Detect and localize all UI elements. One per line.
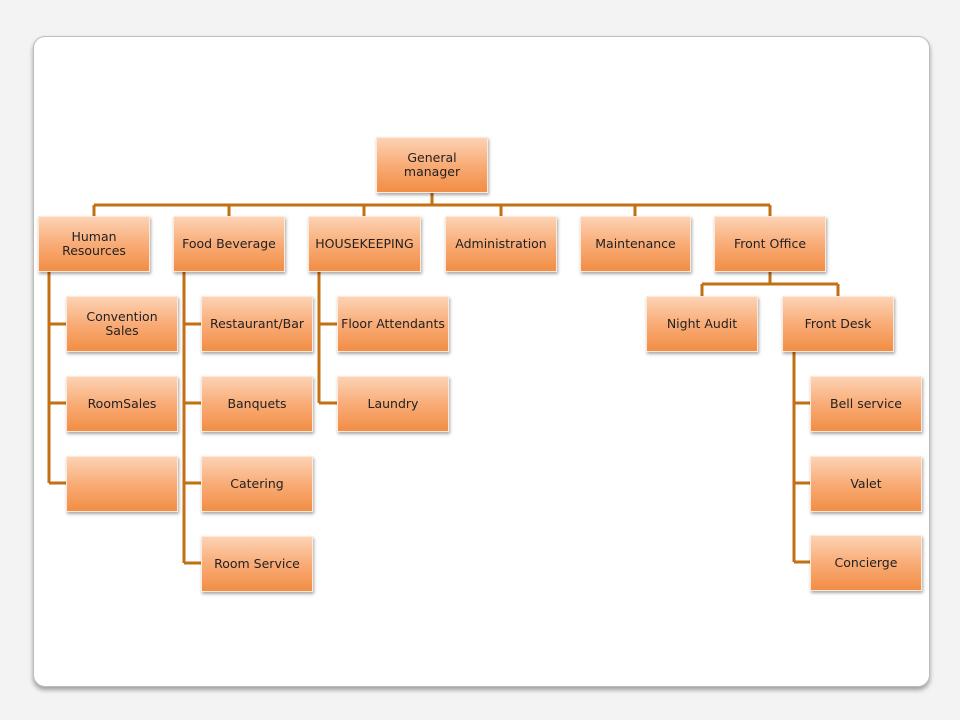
node-convention-sales: Convention Sales <box>66 296 178 352</box>
node-valet: Valet <box>810 456 922 512</box>
connector-fb-children <box>182 272 201 565</box>
node-room-sales: RoomSales <box>66 376 178 432</box>
node-concierge: Concierge <box>810 535 922 591</box>
node-human-resources: Human Resources <box>38 216 150 272</box>
node-floor-attendants: Floor Attendants <box>337 296 449 352</box>
node-night-audit: Night Audit <box>646 296 758 352</box>
node-front-office: Front Office <box>714 216 826 272</box>
node-catering: Catering <box>201 456 313 512</box>
connector-hk-children <box>317 272 337 405</box>
connector-root-bus <box>92 192 772 216</box>
node-banquets: Banquets <box>201 376 313 432</box>
node-general-manager: General manager <box>376 137 488 193</box>
connector-hr-children <box>47 272 66 485</box>
node-restaurant-bar: Restaurant/Bar <box>201 296 313 352</box>
node-administration: Administration <box>445 216 557 272</box>
node-room-service: Room Service <box>201 536 313 592</box>
node-bell-service: Bell service <box>810 376 922 432</box>
node-food-beverage: Food Beverage <box>173 216 285 272</box>
node-laundry: Laundry <box>337 376 449 432</box>
connector-fd-children <box>792 352 810 564</box>
node-maintenance: Maintenance <box>580 216 691 272</box>
node-front-desk: Front Desk <box>782 296 894 352</box>
connector-fo-children <box>700 272 840 296</box>
node-hr-empty <box>66 456 178 512</box>
node-housekeeping: HOUSEKEEPING <box>308 216 421 272</box>
